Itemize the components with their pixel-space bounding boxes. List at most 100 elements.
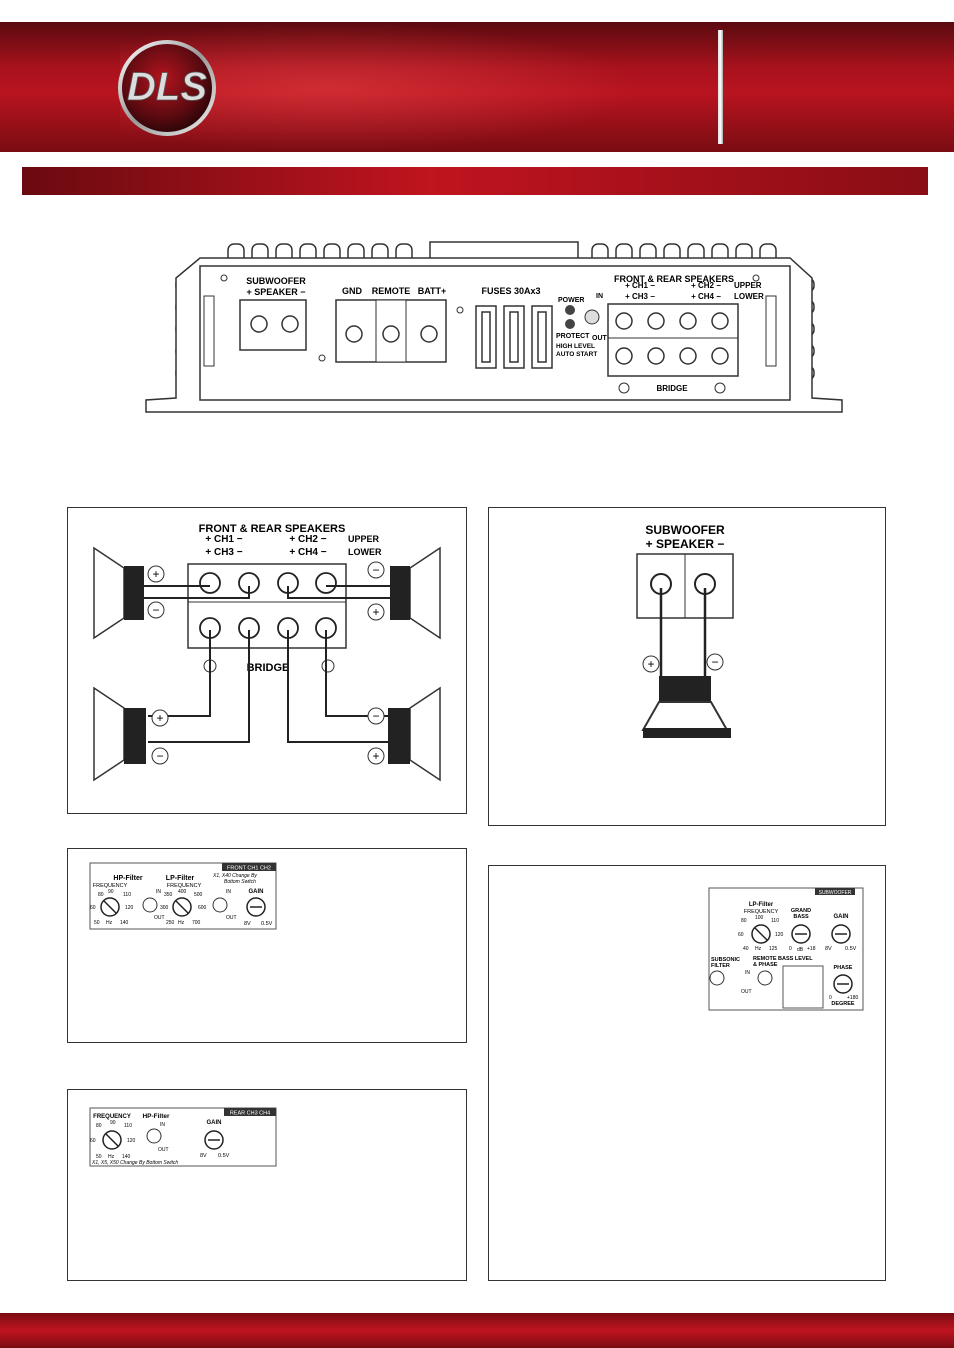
front-lp-t4: 600 <box>198 905 207 911</box>
sub-t7: 125 <box>769 946 778 952</box>
rear-hp-switch[interactable] <box>146 1128 162 1144</box>
wl-minus-3: − <box>156 749 163 763</box>
sub-gain-max: 0.5V <box>845 946 857 952</box>
subsonic-switch[interactable] <box>709 970 725 986</box>
wr-minus: − <box>711 655 718 669</box>
front-hp-t0: 80 <box>98 892 104 898</box>
wl-lower: LOWER <box>348 547 382 557</box>
speaker-rear-right: − + <box>367 686 441 782</box>
sub-degree: DEGREE <box>831 1001 855 1007</box>
brand-logo: DLS <box>118 40 216 136</box>
amp-upper: UPPER <box>734 281 762 290</box>
wr-plus: + <box>647 657 654 671</box>
wr-title: SUBWOOFER <box>645 523 725 537</box>
front-out-1: OUT <box>154 915 165 921</box>
amp-sub-speaker: + SPEAKER − <box>246 287 305 297</box>
front-lp-t5: 250 <box>166 920 175 926</box>
wl-minus-4: − <box>372 709 379 723</box>
rear-t7: 140 <box>122 1154 131 1160</box>
sub-lp-filter: LP-Filter <box>749 902 774 908</box>
front-hp-t5: 50 <box>94 920 100 926</box>
sub-grand-2: BASS <box>793 914 809 920</box>
front-lp-switch[interactable] <box>212 897 228 913</box>
sub-grand-1: GRAND <box>791 908 811 914</box>
rear-hp-filter: HP-Filter <box>142 1113 170 1120</box>
bridge-plus-icon <box>618 382 630 394</box>
front-control-panel-box: FRONT CH1 CH2 HP-Filter FREQUENCY 80 90 … <box>67 848 467 1043</box>
amp-high-level-2: AUTO START <box>556 351 597 358</box>
rear-gain-max: 0.5V <box>218 1153 230 1159</box>
batt-screw-icon <box>420 325 438 343</box>
front-hp-t1: 90 <box>108 889 114 895</box>
amp-batt-label: BATT+ <box>418 286 447 296</box>
sub-t0: 80 <box>741 918 747 924</box>
wl-bridge: BRIDGE <box>247 662 290 674</box>
wr-speaker: + SPEAKER − <box>646 537 725 551</box>
sub-minus-screw-icon <box>281 315 299 333</box>
subwoofer-control-panel-box: SUBWOOFER LP-Filter FREQUENCY 80 100 110… <box>488 865 886 1281</box>
wl-ch4: + CH4 − <box>289 547 326 558</box>
rear-t2: 110 <box>124 1123 132 1129</box>
remote-bass-jack <box>782 965 824 1009</box>
front-hp-t7: 140 <box>120 920 129 926</box>
sub-t2: 110 <box>771 918 779 924</box>
front-gain-min: 8V <box>244 921 251 927</box>
amp-high-level-1: HIGH LEVEL <box>556 343 595 350</box>
sub-grand-t0: 0 <box>789 946 792 952</box>
amp-power-label: POWER <box>558 297 584 304</box>
front-hp-switch[interactable] <box>142 897 158 913</box>
speaker-rear-left: + − <box>93 686 169 782</box>
wl-ch2: + CH2 − <box>289 534 326 545</box>
front-lp-t7: 700 <box>192 920 201 926</box>
front-hp-filter: HP-Filter <box>113 875 142 882</box>
front-frequency: FREQUENCY <box>93 883 128 889</box>
rear-note: X1, X5, X50 Change By Bottom Switch <box>91 1160 178 1166</box>
amp-sub-title: SUBWOOFER <box>246 276 306 286</box>
amplifier-panel-diagram: SUBWOOFER + SPEAKER − GND REMOTE BATT+ F… <box>145 241 843 413</box>
amp-out-label: OUT <box>592 335 608 342</box>
rear-t5: 50 <box>96 1154 102 1160</box>
wl-upper: UPPER <box>348 534 380 544</box>
rear-t6: Hz <box>108 1154 115 1160</box>
footer-band <box>0 1313 954 1348</box>
power-led-icon <box>565 305 575 315</box>
front-out-2: OUT <box>226 915 237 921</box>
rear-t0: 80 <box>96 1123 102 1129</box>
sub-grand-t1: dB <box>797 947 804 953</box>
sub-t6: Hz <box>755 946 762 952</box>
auto-start-switch <box>584 309 600 325</box>
sub-t4: 120 <box>775 932 784 938</box>
sub-subsonic-1: SUBSONIC <box>711 957 740 963</box>
wl-title: FRONT & REAR SPEAKERS <box>199 523 346 535</box>
amp-lower: LOWER <box>734 292 764 301</box>
sub-t5: 40 <box>743 946 749 952</box>
sub-tag: SUBWOOFER <box>819 890 852 896</box>
speaker-front-left: + − <box>93 546 165 640</box>
amp-gnd-label: GND <box>342 286 363 296</box>
wl-plus-1: + <box>152 567 159 581</box>
front-lp-t2: 500 <box>194 892 203 898</box>
amp-ch4: + CH4 − <box>691 292 721 301</box>
wl-ch3: + CH3 − <box>205 547 242 558</box>
sub-out: OUT <box>741 989 752 995</box>
sub-t1: 100 <box>755 915 764 921</box>
sub-phase-t1: +180 <box>847 995 858 1001</box>
rear-gain: GAIN <box>207 1120 222 1126</box>
sub-frequency: FREQUENCY <box>744 909 779 915</box>
amp-in-label: IN <box>596 293 603 300</box>
wl-ch1: + CH1 − <box>205 534 242 545</box>
front-hp-t4: 120 <box>125 905 134 911</box>
rear-tag: REAR CH3 CH4 <box>230 1111 270 1117</box>
amp-ch1: + CH1 − <box>625 281 655 290</box>
wl-plus-3: + <box>156 711 163 725</box>
rear-t4: 120 <box>127 1138 136 1144</box>
sub-grand-t2: +18 <box>807 946 816 952</box>
sub-phase: PHASE <box>834 965 853 971</box>
wl-minus-2: − <box>372 563 379 577</box>
sub-remote-1: REMOTE BASS LEVEL <box>753 956 813 962</box>
bridge-minus-icon <box>714 382 726 394</box>
amp-ch3: + CH3 − <box>625 292 655 301</box>
rear-frequency: FREQUENCY <box>93 1114 131 1120</box>
front-note-1: X1, X40 Change By <box>212 873 257 879</box>
front-lp-frequency: FREQUENCY <box>167 883 202 889</box>
